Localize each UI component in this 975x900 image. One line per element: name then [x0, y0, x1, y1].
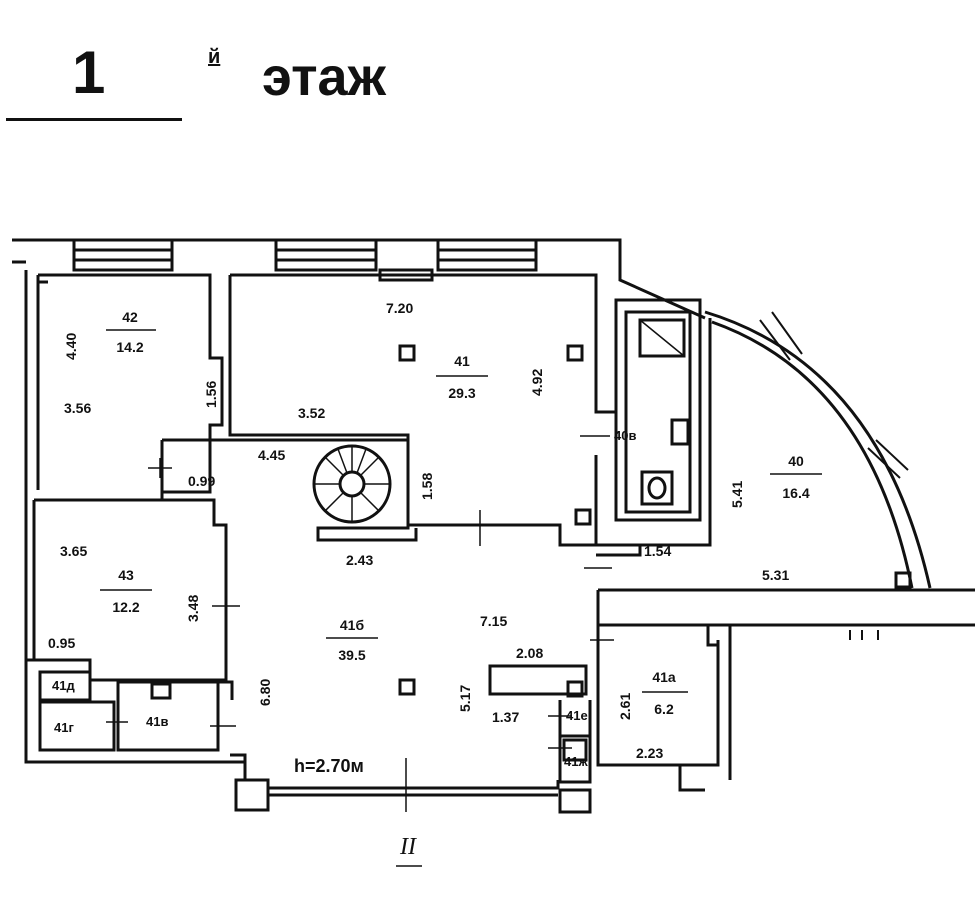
dim-4-40: 4.40: [63, 333, 79, 360]
room-41a-top: [598, 623, 718, 647]
small-room-labels: 40в 41д 41г 41в 41е 41ж: [52, 428, 636, 769]
dim-5-41: 5.41: [729, 481, 745, 508]
bathroom-40v-inner: [624, 310, 692, 514]
shower-tray: [638, 318, 686, 358]
dimension-labels: 4.40 3.56 1.56 7.20 3.52 4.92 4.45 1.58 …: [48, 300, 789, 761]
room-41e-walls: [558, 700, 592, 784]
window-top-2: [274, 238, 378, 272]
dim-4-92: 4.92: [529, 369, 545, 396]
toilet: [640, 470, 674, 506]
window-top-3: [436, 238, 538, 272]
room-43-walls: [34, 498, 228, 682]
floor-word: этаж: [262, 47, 386, 107]
room-41d: [38, 670, 92, 702]
dim-0-99: 0.99: [188, 473, 215, 489]
room-area-41: 29.3: [448, 385, 475, 401]
room-id-43: 43: [118, 567, 134, 583]
column-40: [894, 571, 912, 589]
room-41-walls: [230, 273, 616, 414]
floor-number: 1: [72, 39, 106, 106]
dim-2-43: 2.43: [346, 552, 373, 568]
window-arc-2: [867, 439, 909, 479]
room-label-40v: 40в: [614, 428, 636, 443]
room-labels: 42 14.2 41 29.3 40 16.4 43 12.2 41б 39.5…: [100, 309, 822, 717]
outer-wall-top: [12, 238, 706, 320]
room-id-40: 40: [788, 453, 804, 469]
dim-3-48: 3.48: [185, 595, 201, 622]
room-label-41d: 41д: [52, 678, 75, 693]
dim-1-37: 1.37: [492, 709, 519, 725]
room-41a-stub: [678, 765, 705, 792]
room-41-lower-walls: [228, 275, 598, 547]
dim-5-31: 5.31: [762, 567, 789, 583]
hall-41b-bottom: [230, 753, 560, 790]
room-label-41g: 41г: [54, 720, 74, 735]
room-41g: [38, 700, 116, 752]
dim-7-15: 7.15: [480, 613, 507, 629]
walls: [12, 238, 975, 814]
dim-2-08: 2.08: [516, 645, 543, 661]
corridor-marks: [849, 630, 879, 640]
dim-3-52: 3.52: [298, 405, 325, 421]
window-top-1: [72, 238, 174, 272]
dim-0-95: 0.95: [48, 635, 75, 651]
room-id-41a: 41а: [652, 669, 676, 685]
toilet-bowl: [647, 476, 667, 500]
sink: [670, 418, 690, 446]
door-ticks: [106, 435, 614, 812]
outer-wall-left-lower: [24, 660, 245, 764]
room-41v-fixture: [150, 682, 172, 700]
room-id-42: 42: [122, 309, 138, 325]
window-arc-1: [759, 311, 803, 361]
column-bottom-right: [558, 788, 592, 814]
room-area-41a: 6.2: [654, 701, 674, 717]
room-41v: [116, 680, 220, 752]
room-id-41b: 41б: [340, 617, 365, 633]
room-40-corner: [596, 545, 642, 557]
room-label-41e: 41е: [566, 708, 588, 723]
room-area-40: 16.4: [782, 485, 809, 501]
column-41e: [566, 680, 584, 698]
room-40-arc-inner: [711, 320, 914, 589]
column-41: [566, 344, 584, 362]
spiral-stair-treads: [314, 446, 390, 522]
height-note: h=2.70м: [294, 756, 364, 776]
column-41-corner: [574, 508, 592, 526]
room-41v-corner: [218, 680, 234, 700]
outer-wall-left: [24, 270, 92, 680]
stair-enclosure: [162, 438, 418, 542]
room-label-41v: 41в: [146, 714, 168, 729]
room-area-43: 12.2: [112, 599, 139, 615]
dim-2-61: 2.61: [617, 693, 633, 720]
section-mark: II: [399, 834, 417, 860]
dim-1-54: 1.54: [644, 543, 671, 559]
room-42-walls: [38, 273, 224, 500]
dim-2-23: 2.23: [636, 745, 663, 761]
dim-4-45: 4.45: [258, 447, 285, 463]
title-underline: [6, 118, 182, 121]
room-40-arc-outer: [704, 310, 932, 589]
room-40-left-walls: [596, 318, 712, 547]
column-bottom-left: [234, 778, 270, 812]
room-41a-walls: [596, 590, 720, 767]
column-41b: [398, 678, 416, 696]
partition-41b: [488, 664, 588, 696]
room-id-41: 41: [454, 353, 470, 369]
dim-3-56: 3.56: [64, 400, 91, 416]
column-41-center: [398, 344, 416, 362]
bathroom-40v-outer: [614, 298, 702, 522]
shower-diagonal: [639, 319, 685, 357]
dim-1-56: 1.56: [203, 381, 219, 408]
room-area-41b: 39.5: [338, 647, 365, 663]
dim-3-65: 3.65: [60, 543, 87, 559]
room-label-41zh: 41ж: [564, 754, 588, 769]
room-41zh-fixture: [562, 738, 588, 762]
room-area-42: 14.2: [116, 339, 143, 355]
floor-suffix: й: [208, 46, 221, 68]
dim-7-20: 7.20: [386, 300, 413, 316]
dim-6-80: 6.80: [257, 679, 273, 706]
dim-1-58: 1.58: [419, 473, 435, 500]
dim-5-17: 5.17: [457, 685, 473, 712]
